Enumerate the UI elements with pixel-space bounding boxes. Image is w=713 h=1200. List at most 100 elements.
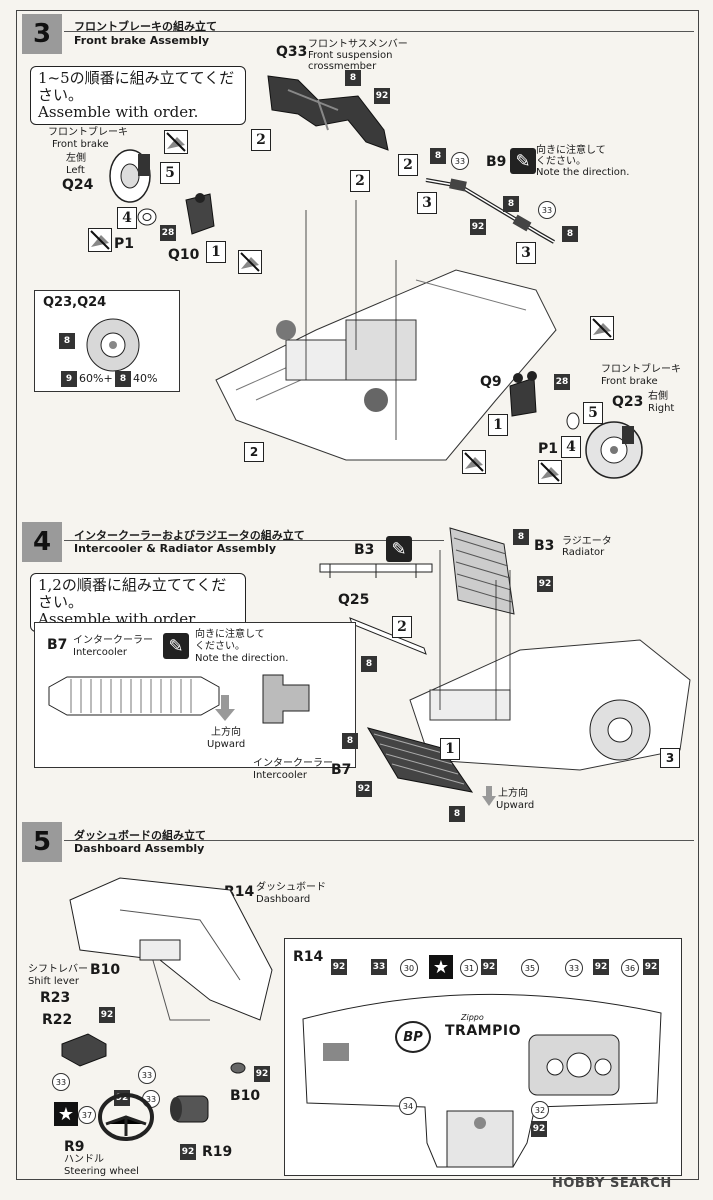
panel-color-92-b: 92 [481,959,497,975]
color-8: 8 [345,70,361,86]
b3-label: B3 [534,538,555,554]
b7-dir-jp1: 向きに注意して [195,629,265,640]
panel-color-92-a: 92 [331,959,347,975]
step-2-marker-a: 2 [251,129,271,151]
right-brake-disc-drawing [585,421,643,479]
right-side-en: Right [648,403,675,414]
step-5-rule [64,840,694,841]
left-brake-en: Front brake [52,139,109,150]
r19-label: R19 [202,1144,233,1160]
color-8-tierod-2: 8 [503,196,519,212]
panel-color-35: 35 [521,959,539,977]
star-decal-icon: ★ [54,1102,78,1126]
up-jp: 上方向 [498,788,528,799]
intercooler-jp: インタークーラー [253,758,333,769]
b10-label-lower: B10 [230,1088,261,1104]
intercooler-color-8: 8 [342,733,358,749]
b7-up-jp: 上方向 [211,727,241,738]
mix-color-8: 8 [115,371,131,387]
q33-label: Q33 [276,44,308,60]
r9-label: R9 [64,1139,85,1155]
right-side-jp: 右側 [648,391,668,402]
step-5-marker-left: 5 [160,162,180,184]
panel-star-icon: ★ [429,955,453,979]
wheel-color-33-a: 33 [138,1066,156,1084]
color-33-tierod-2: 33 [538,201,556,219]
left-brake-disc-drawing [109,149,151,203]
intercooler-en: Intercooler [253,770,308,781]
panel-color-30: 30 [400,959,418,977]
ref-step-2: 2 [244,442,264,462]
b3-bracket-drawing [319,563,433,578]
zippo-decal: Zippo [461,1013,484,1022]
q9-label: Q9 [480,374,502,390]
panel-color-31: 31 [460,959,478,977]
shift-lever-jp: シフトレバー [28,964,88,975]
step-4-marker-left: 4 [117,207,137,229]
q33-en2: crossmember [308,61,377,72]
r9-jp: ハンドル [64,1154,104,1165]
color-28-right: 28 [554,374,570,390]
r14-en: Dashboard [256,894,311,905]
step-4-number: 4 [22,522,62,562]
left-collar-drawing [137,208,157,226]
step-4-marker-2: 2 [392,616,412,638]
r22-label: R22 [42,1012,73,1028]
tie-rod-drawing [425,178,555,244]
step-4-marker-1: 1 [440,738,460,760]
intercooler-top-drawing [48,676,220,716]
mix-pct-a: 60%+ [79,372,113,385]
step-5-title-jp: ダッシュボードの組み立て [74,829,206,842]
b3-jp: ラジエータ [562,536,612,547]
step-5-number: 5 [22,822,62,862]
inset-title: Q23,Q24 [43,295,107,310]
panel-color-34: 34 [399,1097,417,1115]
step-3-rule [64,31,694,32]
no-glue-icon-5 [590,316,614,340]
r14-decal-panel: R14 92 33 30 ★ 31 92 35 33 92 36 92 BP Z… [284,938,682,1176]
r23-label: R23 [40,990,71,1006]
up-en: Upward [496,800,535,811]
right-collar-drawing [566,412,580,430]
intercooler-color-92: 92 [356,781,372,797]
q33-en1: Front suspension [308,50,393,61]
no-glue-icon-3 [238,250,262,274]
b7-dir-en: Note the direction. [195,653,289,664]
b3-label-bracket: B3 [354,542,375,558]
step-4-title-jp: インタークーラーおよびラジエータの組み立て [74,529,305,542]
q33-jp: フロントサスメンバー [308,39,408,50]
radiator-color-92: 92 [537,576,553,592]
b10-knob-drawing [230,1062,246,1074]
step-3-note-jp: 1~5の順番に組み立ててください。 [38,69,235,104]
step-1-marker-right: 1 [488,414,508,436]
q9-knuckle-drawing [509,371,537,417]
r14-panel-label: R14 [293,949,324,965]
panel-color-36: 36 [621,959,639,977]
left-side-en: Left [66,165,85,176]
right-brake-jp: フロントブレーキ [601,364,681,375]
step-3-marker-b: 3 [516,242,536,264]
no-glue-icon [88,228,112,252]
r19-color-92: 92 [180,1144,196,1160]
panel-color-33-b: 33 [565,959,583,977]
step-3-note: 1~5の順番に組み立ててください。 Assemble with order. [30,66,246,125]
no-glue-icon-4 [462,450,486,474]
step-3-marker-a: 3 [417,192,437,214]
p1-label-left: P1 [114,236,135,252]
b7-dir-jp2: ください。 [195,641,245,652]
step-3-note-en: Assemble with order. [38,103,199,121]
color-92-tierod: 92 [470,219,486,235]
q25-color-8: 8 [361,656,377,672]
r22-console-drawing [61,1033,107,1067]
steering-wheel-drawing [98,1093,154,1141]
shift-lever-en: Shift lever [28,976,80,987]
r22-color-33: 33 [52,1073,70,1091]
mix-color-9: 9 [61,371,77,387]
panel-color-92-c: 92 [593,959,609,975]
panel-color-92-d: 92 [643,959,659,975]
radiator-color-8: 8 [513,529,529,545]
step-5-marker-right: 5 [583,402,603,424]
step-3-title-en: Front brake Assembly [74,34,210,47]
q25-label: Q25 [338,592,370,608]
step-5-title-en: Dashboard Assembly [74,842,205,855]
